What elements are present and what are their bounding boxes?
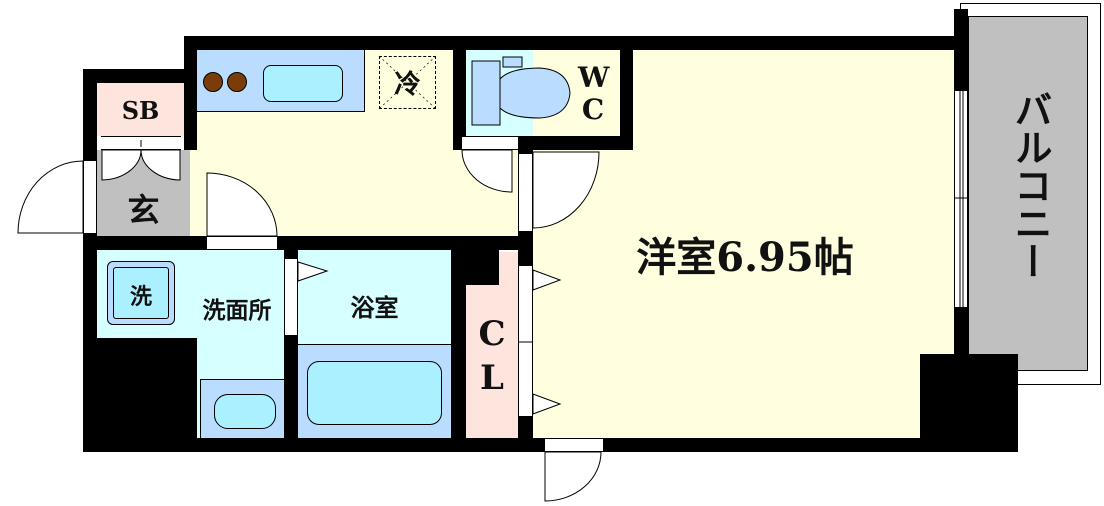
wall xyxy=(83,233,97,452)
balcony-floor xyxy=(968,16,1088,371)
storage-box-label: SB xyxy=(121,96,160,125)
refrigerator-space xyxy=(379,56,436,109)
bathroom-door-arrow-icon xyxy=(297,261,329,282)
bottom-door-swing-icon xyxy=(544,451,602,502)
bathroom-label: 浴室 xyxy=(350,293,399,322)
room-door-swing-icon xyxy=(532,151,600,229)
refrigerator-label: 冷 xyxy=(394,70,421,100)
wall xyxy=(920,354,1018,452)
closet-floor-top xyxy=(499,252,518,292)
stove-burner-icon xyxy=(227,72,247,92)
entrance-label: 玄 xyxy=(127,191,160,229)
wall xyxy=(83,438,545,452)
storage-door-swing-icon xyxy=(101,149,142,181)
toilet-door-swing-icon xyxy=(461,149,513,193)
washroom-door-swing-icon xyxy=(206,172,278,237)
storage-door-swing-icon xyxy=(140,149,181,181)
closet-floor xyxy=(466,285,518,438)
wall xyxy=(83,69,97,161)
washing-machine-label: 洗 xyxy=(129,284,152,310)
wall xyxy=(466,250,499,285)
closet-label: C L xyxy=(478,314,506,398)
wall xyxy=(453,36,466,150)
bathtub-icon xyxy=(307,361,442,425)
toilet-icon xyxy=(471,56,571,126)
wall xyxy=(603,438,1018,452)
wall xyxy=(97,338,197,438)
wall xyxy=(954,9,968,91)
vanity-basin-icon xyxy=(214,394,276,429)
entrance-door-swing-icon xyxy=(17,160,84,234)
wall xyxy=(83,69,197,83)
washing-machine-inner xyxy=(113,267,169,319)
wall xyxy=(184,36,197,150)
stove-burner-icon xyxy=(203,72,223,92)
wall xyxy=(83,236,207,250)
western-room-label: 洋室6.95帖 xyxy=(636,234,854,281)
closet-door-arrow-icon xyxy=(532,393,562,415)
western-room-upper xyxy=(633,50,954,150)
balcony-window[interactable] xyxy=(954,91,968,307)
storage-box-area xyxy=(97,83,184,136)
kitchen-sink-icon xyxy=(263,65,343,102)
balcony-label: バルコニー xyxy=(1008,90,1053,280)
closet-door-arrow-icon xyxy=(532,269,562,291)
closet-door-opening xyxy=(518,266,533,416)
wall xyxy=(184,36,968,50)
refrigerator-label-top: 冷 xyxy=(394,70,421,100)
washroom-label: 洗面所 xyxy=(202,297,272,324)
wall xyxy=(620,36,633,150)
bathroom-door-opening xyxy=(284,259,298,335)
wall xyxy=(277,236,533,250)
wall xyxy=(451,250,466,438)
toilet-label-top: W C xyxy=(578,61,610,126)
bathroom-floor xyxy=(298,250,451,344)
